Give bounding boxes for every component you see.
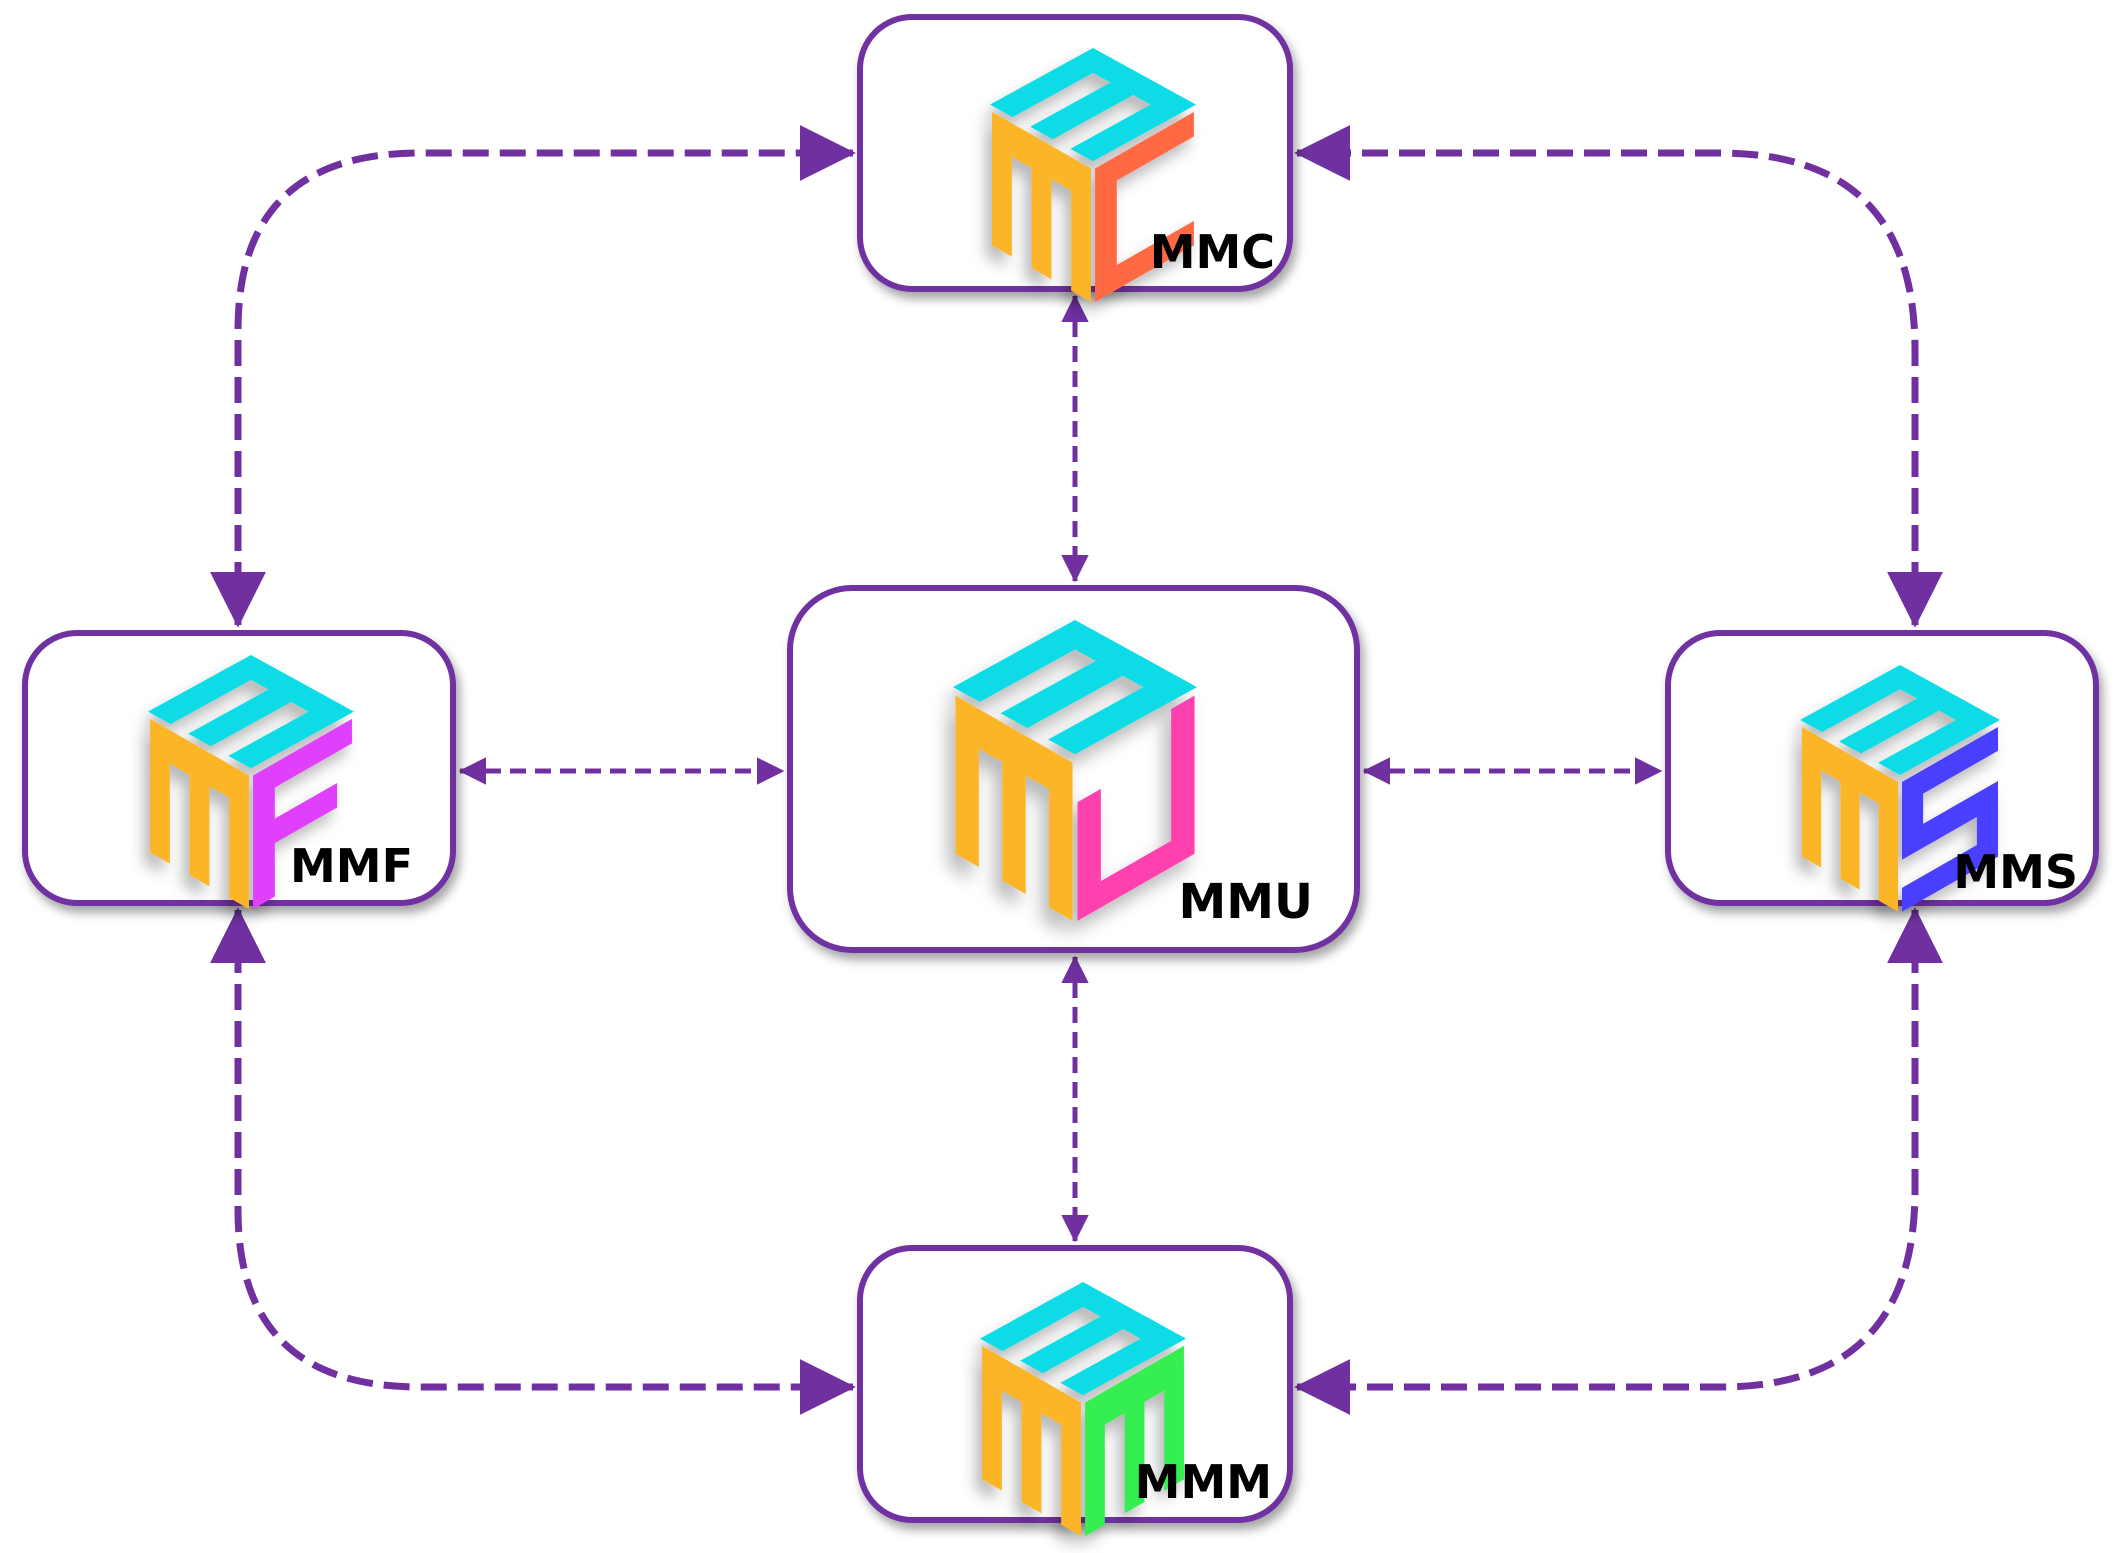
mmc-cube-logo-icon [990,47,1196,302]
cube-right-face-letter-u [1077,695,1195,921]
mmf-cube-logo-icon [148,654,354,909]
node-mms[interactable]: MMS [1665,630,2099,912]
node-label: MMS [1953,845,2078,899]
edge-mms-mmc [1294,125,1943,628]
outer-connectors [210,125,1943,1415]
node-label: MMM [1135,1455,1272,1509]
cube-top-face [148,654,354,769]
node-label: MMF [290,839,413,893]
edge-mmf-mmc [210,125,856,628]
cube-left-face-letter-m [992,111,1091,302]
mms-cube-logo-icon [1800,664,2000,912]
edge-mms-mmm [1294,907,1943,1415]
node-mmu[interactable]: MMU [787,585,1360,953]
cube-right-face-letter-s [1902,726,1999,912]
node-label: MMC [1150,225,1275,279]
node-label: MMU [1178,874,1313,930]
cube-left-face-letter-m [955,695,1073,921]
cube-top-face [990,47,1196,162]
cube-top-face [1800,664,2000,776]
node-mmm[interactable]: MMM [857,1245,1293,1536]
edge-mmf-mmm [210,907,856,1415]
node-mmc[interactable]: MMC [857,14,1293,302]
node-box [787,585,1360,953]
cube-left-face-letter-m [150,718,249,909]
inner-connectors [458,294,1663,1243]
cube-right-face-letter-c [1095,111,1194,302]
cube-right-face-letter-f [253,718,352,909]
node-mmf[interactable]: MMF [22,630,456,909]
